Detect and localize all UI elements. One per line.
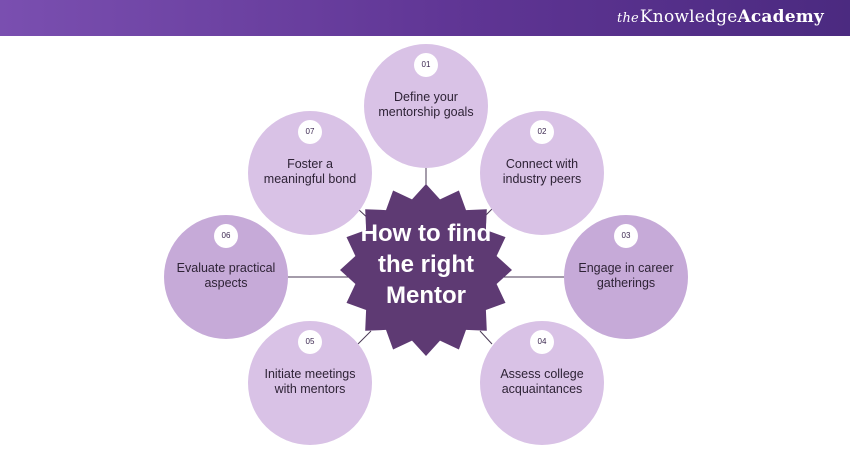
- connector-05: [357, 330, 372, 345]
- step-number-badge: 02: [530, 120, 554, 144]
- step-number-badge: 05: [298, 330, 322, 354]
- step-label: Evaluate practical aspects: [176, 261, 276, 290]
- brand-name: Knowledge: [639, 7, 738, 27]
- starburst-shape: [340, 184, 512, 356]
- step-number-badge: 06: [214, 224, 238, 248]
- step-node-02: 02 Connect with industry peers: [480, 111, 604, 235]
- step-number-badge: 04: [530, 330, 554, 354]
- center-starburst: [340, 184, 512, 356]
- step-number-badge: 07: [298, 120, 322, 144]
- center-title: How to find the right Mentor: [360, 220, 492, 309]
- brand-suffix: Academy: [737, 7, 824, 27]
- header-bar: theKnowledgeAcademy: [0, 0, 850, 36]
- step-node-04: 04 Assess college acquaintances: [480, 321, 604, 445]
- step-node-03: 03 Engage in career gatherings: [564, 215, 688, 339]
- step-label: Define your mentorship goals: [378, 90, 474, 119]
- brand-logo: theKnowledgeAcademy: [617, 7, 824, 27]
- brand-prefix: the: [617, 11, 639, 26]
- step-label: Engage in career gatherings: [578, 261, 674, 290]
- connector-04: [479, 330, 493, 345]
- step-node-05: 05 Initiate meetings with mentors: [248, 321, 372, 445]
- step-node-01: 01 Define your mentorship goals: [364, 44, 488, 168]
- step-label: Assess college acquaintances: [500, 367, 584, 396]
- step-node-06: 06 Evaluate practical aspects: [164, 215, 288, 339]
- step-number-badge: 01: [414, 53, 438, 77]
- step-label: Foster a meaningful bond: [263, 157, 357, 186]
- step-label: Initiate meetings with mentors: [264, 367, 356, 396]
- step-label: Connect with industry peers: [502, 157, 582, 186]
- step-number-badge: 03: [614, 224, 638, 248]
- step-node-07: 07 Foster a meaningful bond: [248, 111, 372, 235]
